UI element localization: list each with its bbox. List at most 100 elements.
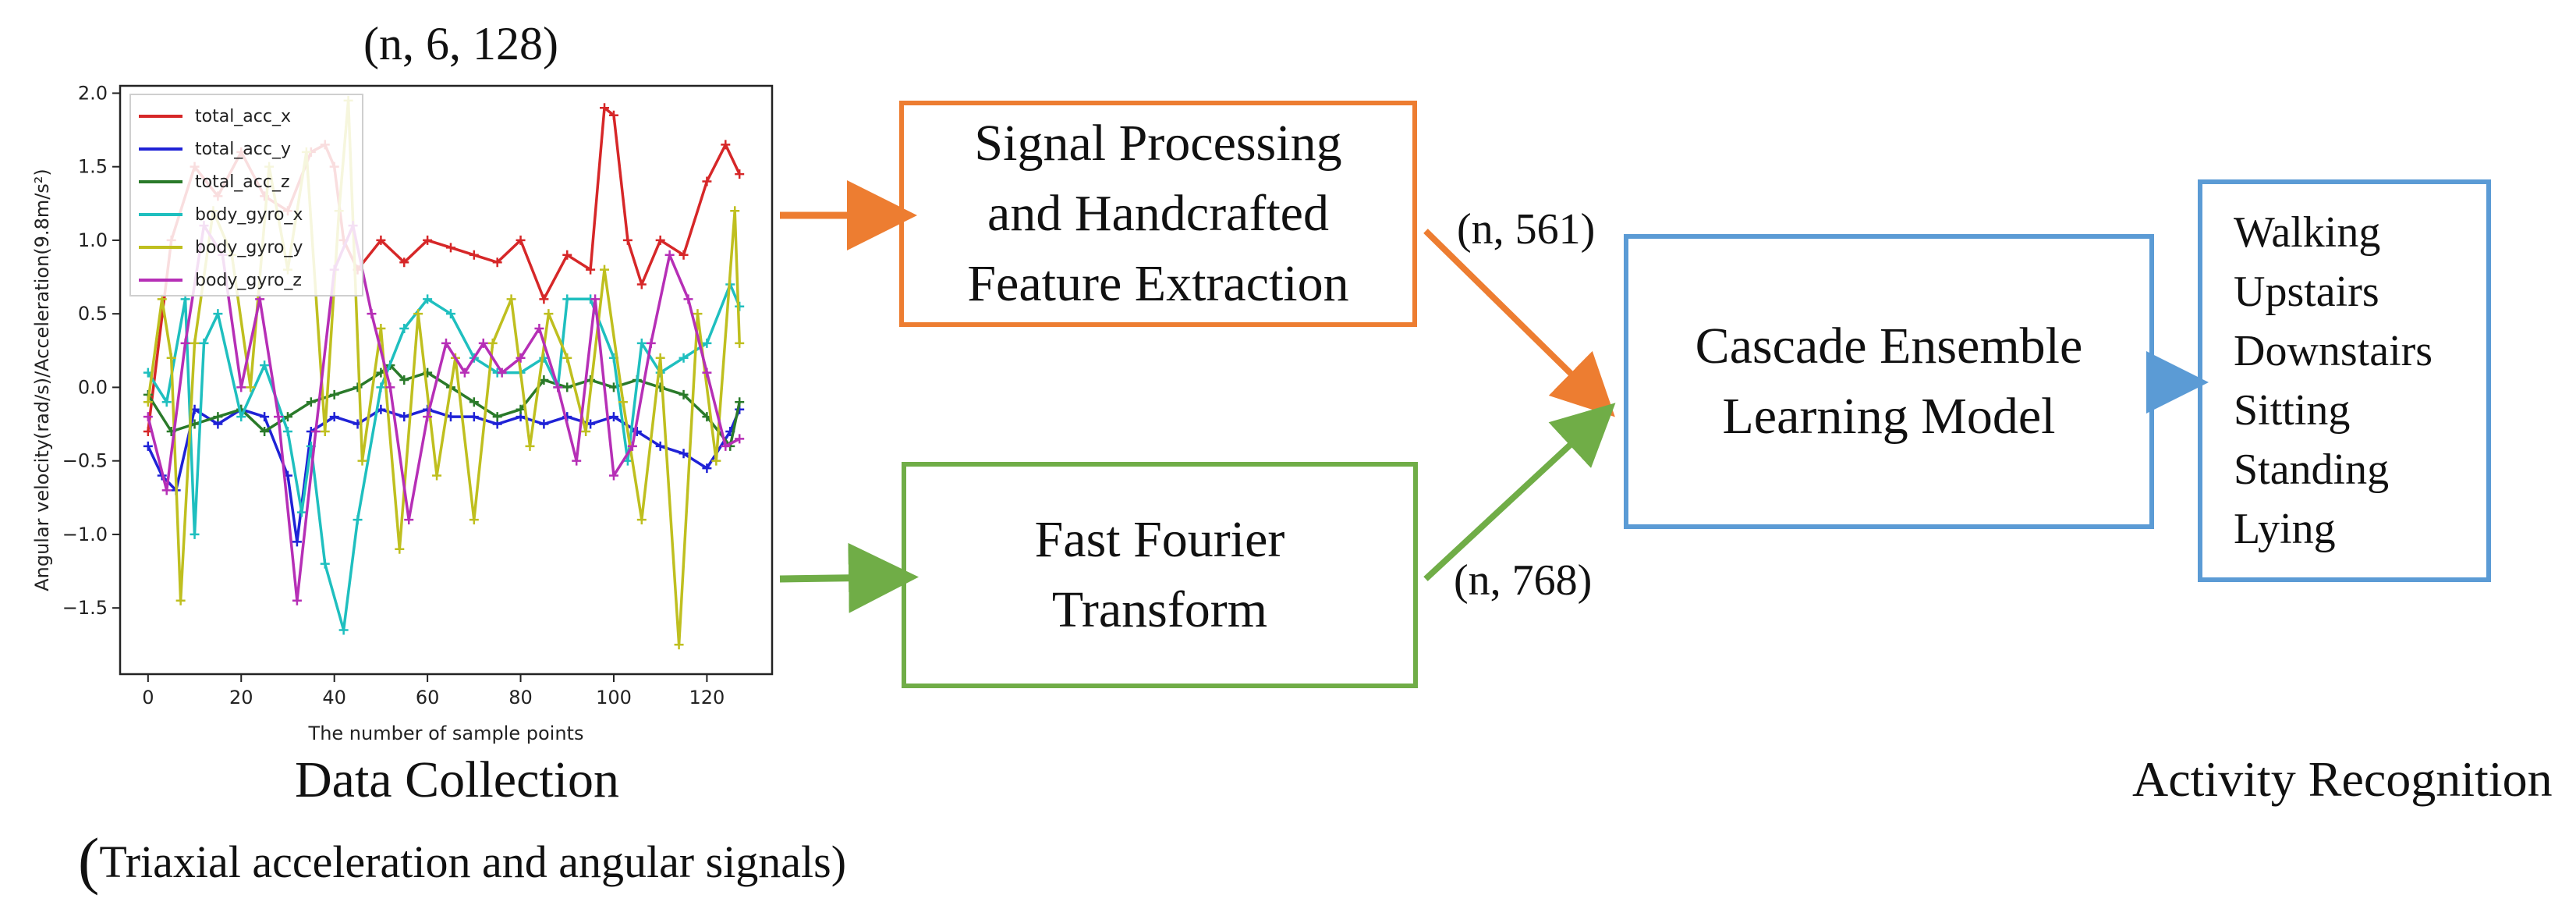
x-tick-label: 40 — [322, 687, 346, 708]
series-marker-body_gyro_y — [618, 397, 628, 407]
series-marker-body_gyro_y — [246, 382, 256, 392]
series-marker-total_acc_x — [655, 235, 665, 245]
legend-item: body_gyro_x — [139, 200, 303, 229]
series-marker-body_gyro_y — [506, 294, 516, 304]
series-marker-total_acc_y — [539, 419, 549, 429]
series-marker-total_acc_y — [608, 412, 618, 422]
legend-item: total_acc_x — [139, 101, 291, 131]
series-marker-total_acc_x — [679, 250, 689, 260]
series-marker-body_gyro_y — [432, 470, 442, 481]
activity-item: Upstairs — [2234, 268, 2379, 316]
x-tick-label: 20 — [229, 687, 253, 708]
series-marker-body_gyro_z — [423, 412, 433, 422]
arrow-signal-to-cascade — [1423, 229, 1615, 417]
series-marker-body_gyro_y — [320, 426, 330, 436]
legend-label: body_gyro_x — [195, 204, 303, 225]
series-marker-total_acc_z — [329, 389, 339, 399]
legend-swatch — [139, 115, 182, 118]
series-marker-body_gyro_y — [562, 353, 572, 363]
series-marker-body_gyro_z — [459, 368, 469, 378]
x-axis-label: The number of sample points — [308, 723, 584, 744]
cascade-box-line: Cascade Ensemble — [1695, 318, 2083, 375]
series-marker-total_acc_z — [469, 397, 479, 407]
series-marker-body_gyro_y — [487, 338, 498, 348]
series-marker-body_gyro_x — [260, 360, 270, 371]
legend-label: body_gyro_y — [195, 237, 303, 257]
fft-box: Fast Fourier Transform — [902, 462, 1418, 688]
series-marker-body_gyro_z — [534, 324, 544, 334]
series-marker-body_gyro_y — [143, 397, 153, 407]
series-marker-body_gyro_z — [664, 250, 675, 260]
series-marker-total_acc_y — [702, 463, 712, 474]
series-marker-total_acc_x — [423, 235, 433, 245]
legend-item: total_acc_z — [139, 167, 290, 197]
series-marker-total_acc_z — [492, 412, 502, 422]
series-marker-body_gyro_y — [175, 595, 186, 605]
series-marker-body_gyro_z — [497, 368, 507, 378]
series-marker-body_gyro_y — [544, 309, 554, 319]
series-marker-total_acc_y — [143, 441, 153, 451]
series-marker-body_gyro_x — [282, 426, 292, 436]
activity-item: Sitting — [2234, 386, 2351, 435]
fft-box-line: Transform — [1051, 581, 1268, 638]
legend-swatch — [139, 147, 182, 151]
series-marker-body_gyro_z — [735, 434, 745, 444]
series-marker-body_gyro_z — [608, 470, 618, 481]
x-tick-label: 60 — [416, 687, 440, 708]
arrow-chart-to-fft — [779, 542, 919, 613]
series-marker-total_acc_y — [292, 537, 302, 547]
series-marker-total_acc_z — [539, 375, 549, 385]
series-marker-body_gyro_x — [236, 412, 246, 422]
series-marker-body_gyro_z — [478, 338, 488, 348]
y-tick-label: 1.5 — [78, 156, 108, 178]
series-marker-body_gyro_x — [213, 309, 223, 319]
series-line-total_acc_z — [147, 364, 741, 448]
series-marker-total_acc_x — [721, 140, 731, 150]
series-marker-total_acc_y — [445, 412, 455, 422]
series-marker-body_gyro_y — [600, 265, 610, 275]
signal-processing-box: Signal Processing and Handcrafted Featur… — [899, 101, 1417, 327]
series-marker-total_acc_y — [679, 449, 689, 459]
series-marker-body_gyro_y — [581, 426, 591, 436]
legend-label: total_acc_z — [195, 172, 290, 192]
legend-swatch — [139, 279, 182, 282]
series-marker-body_gyro_y — [711, 456, 721, 466]
series-marker-body_gyro_z — [516, 353, 526, 363]
y-tick-label: 1.0 — [78, 229, 108, 251]
series-marker-body_gyro_z — [702, 368, 712, 378]
series-marker-body_gyro_x — [679, 353, 689, 363]
series-marker-body_gyro_x — [190, 529, 200, 539]
series-marker-body_gyro_y — [636, 515, 647, 525]
x-tick-label: 100 — [596, 687, 632, 708]
series-marker-total_acc_x — [562, 250, 572, 260]
chart-legend: total_acc_x total_acc_y total_acc_z body… — [129, 94, 363, 296]
series-marker-body_gyro_z — [292, 595, 302, 605]
series-marker-body_gyro_z — [310, 426, 321, 436]
signal-box-line: Feature Extraction — [967, 255, 1349, 312]
legend-item: total_acc_y — [139, 134, 291, 164]
series-marker-total_acc_x — [469, 250, 479, 260]
close-paren: ) — [831, 836, 847, 887]
series-marker-body_gyro_y — [413, 309, 423, 319]
legend-swatch — [139, 213, 182, 216]
series-marker-body_gyro_y — [735, 338, 745, 348]
open-paren: ( — [78, 825, 100, 896]
activity-item: Downstairs — [2234, 327, 2433, 375]
series-marker-body_gyro_x — [199, 338, 209, 348]
series-marker-body_gyro_y — [469, 515, 479, 525]
series-marker-body_gyro_z — [161, 485, 172, 495]
series-marker-body_gyro_y — [166, 353, 176, 363]
shape-768-label: (n, 768) — [1454, 556, 1593, 605]
series-marker-body_gyro_x — [702, 338, 712, 348]
series-marker-total_acc_y — [655, 441, 665, 451]
series-marker-body_gyro_x — [353, 515, 363, 525]
series-marker-body_gyro_z — [646, 338, 656, 348]
activity-recognition-label: Activity Recognition — [2132, 751, 2553, 807]
cascade-model-box: Cascade Ensemble Learning Model — [1624, 234, 2154, 529]
y-tick-label: 0.5 — [78, 303, 108, 325]
series-marker-body_gyro_z — [274, 412, 284, 422]
activity-item: Standing — [2234, 446, 2390, 494]
series-marker-body_gyro_x — [399, 324, 409, 334]
series-marker-body_gyro_z — [180, 338, 190, 348]
